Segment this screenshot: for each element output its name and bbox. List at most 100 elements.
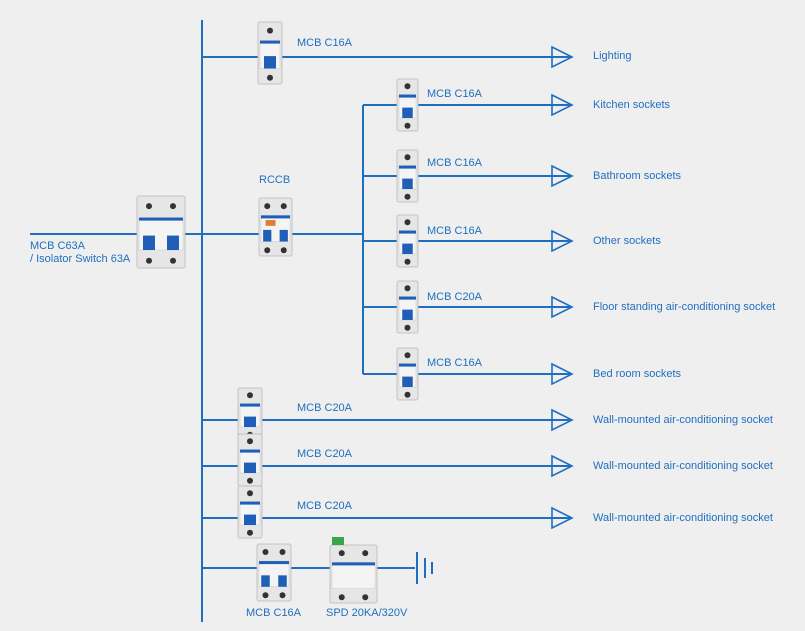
- device-toggle: [279, 229, 288, 242]
- branch-load-label: Other sockets: [593, 235, 661, 247]
- terminal-screw: [404, 258, 411, 265]
- arrow-triangle: [551, 229, 574, 253]
- device-toggle: [244, 416, 256, 427]
- ac-breaker: [237, 387, 263, 441]
- device-brand-strip: [261, 215, 290, 219]
- terminal-screw: [362, 550, 369, 557]
- load-arrow-icon: [551, 506, 574, 530]
- branch-breaker: [396, 149, 419, 203]
- ac-breaker-label: MCB C20A: [297, 402, 353, 414]
- ac-breaker: [237, 433, 263, 487]
- branch-load-label: Bed room sockets: [593, 368, 682, 380]
- terminal-screw: [170, 257, 176, 264]
- device-brand-strip: [240, 449, 260, 453]
- load-arrow-icon: [551, 362, 574, 386]
- arrow-triangle: [551, 295, 574, 319]
- device-toggle: [261, 575, 270, 587]
- terminal-screw: [264, 247, 271, 254]
- branch-breaker: [396, 78, 419, 132]
- ac-breaker-label: MCB C20A: [297, 500, 353, 512]
- terminal-screw: [404, 285, 411, 292]
- terminal-screw: [279, 592, 286, 599]
- terminal-screw: [279, 548, 286, 555]
- device-brand-strip: [399, 94, 416, 98]
- main-breaker-label-line1: MCB C63A: [30, 240, 86, 252]
- device-brand-strip: [260, 40, 280, 44]
- lighting-breaker: [257, 21, 283, 85]
- device-toggle: [402, 178, 413, 189]
- terminal-screw: [404, 122, 411, 129]
- terminal-screw: [404, 352, 411, 359]
- device-toggle: [167, 235, 179, 250]
- load-arrow-icon: [551, 454, 574, 478]
- terminal-screw: [262, 592, 269, 599]
- terminal-screw: [404, 219, 411, 226]
- arrow-triangle: [551, 454, 574, 478]
- device-face: [331, 562, 376, 589]
- branch-breaker: [396, 280, 419, 334]
- load-arrow-icon: [551, 295, 574, 319]
- branch-breaker-label: MCB C16A: [427, 157, 483, 169]
- device-brand-strip: [399, 363, 416, 367]
- terminal-screw: [404, 391, 411, 398]
- terminal-screw: [404, 83, 411, 90]
- branch-load-label: Bathroom sockets: [593, 170, 682, 182]
- terminal-screw: [404, 324, 411, 331]
- device-brand-strip: [332, 562, 375, 566]
- branch-breaker-label: MCB C16A: [427, 225, 483, 237]
- load-arrow-icon: [551, 164, 574, 188]
- terminal-screw: [404, 193, 411, 200]
- terminal-screw: [264, 203, 271, 210]
- terminal-screw: [247, 392, 253, 399]
- branch-breaker: [396, 347, 419, 401]
- arrow-triangle: [551, 362, 574, 386]
- lighting-breaker-label: MCB C16A: [297, 37, 353, 49]
- spd-label: SPD 20KA/320V: [326, 607, 408, 619]
- arrow-triangle: [551, 408, 574, 432]
- arrow-triangle: [551, 164, 574, 188]
- terminal-screw: [280, 247, 287, 254]
- terminal-screw: [247, 477, 253, 484]
- lighting-load-label: Lighting: [593, 50, 632, 62]
- branch-load-label: Floor standing air-conditioning socket: [593, 301, 776, 313]
- surge-breaker: [256, 543, 292, 602]
- branch-breaker: [396, 214, 419, 268]
- terminal-screw: [247, 490, 253, 497]
- main-breaker: [136, 195, 186, 269]
- load-arrow-icon: [551, 45, 574, 69]
- surge-breaker-label: MCB C16A: [246, 607, 302, 619]
- device-brand-strip: [399, 230, 416, 234]
- device-brand-strip: [399, 296, 416, 300]
- terminal-screw: [170, 203, 176, 210]
- device-toggle: [244, 462, 256, 473]
- ac-breaker-label: MCB C20A: [297, 448, 353, 460]
- rccb-label: RCCB: [259, 174, 291, 186]
- ac-load-label: Wall-mounted air-conditioning socket: [593, 460, 773, 472]
- device-toggle: [143, 235, 155, 250]
- device-toggle: [244, 514, 256, 525]
- ac-breaker: [237, 485, 263, 539]
- device-toggle: [402, 376, 413, 387]
- terminal-screw: [146, 203, 152, 210]
- arrow-triangle: [551, 93, 574, 117]
- test-button: [265, 220, 276, 226]
- device-brand-strip: [139, 217, 183, 221]
- device-toggle: [402, 243, 413, 254]
- ac-load-label: Wall-mounted air-conditioning socket: [593, 414, 773, 426]
- spd-connector: [332, 537, 344, 545]
- device-brand-strip: [259, 561, 289, 565]
- device-toggle: [402, 309, 413, 320]
- terminal-screw: [267, 27, 273, 34]
- device-toggle: [278, 575, 287, 587]
- terminal-screw: [262, 548, 269, 555]
- rccb-device: [258, 197, 293, 257]
- device-brand-strip: [240, 501, 260, 505]
- arrow-triangle: [551, 506, 574, 530]
- terminal-screw: [280, 203, 287, 210]
- main-breaker-label-line2: / Isolator Switch 63A: [30, 253, 131, 265]
- main-breaker-label: MCB C63A / Isolator Switch 63A: [30, 240, 130, 266]
- ac-load-label: Wall-mounted air-conditioning socket: [593, 512, 773, 524]
- terminal-screw: [267, 74, 273, 81]
